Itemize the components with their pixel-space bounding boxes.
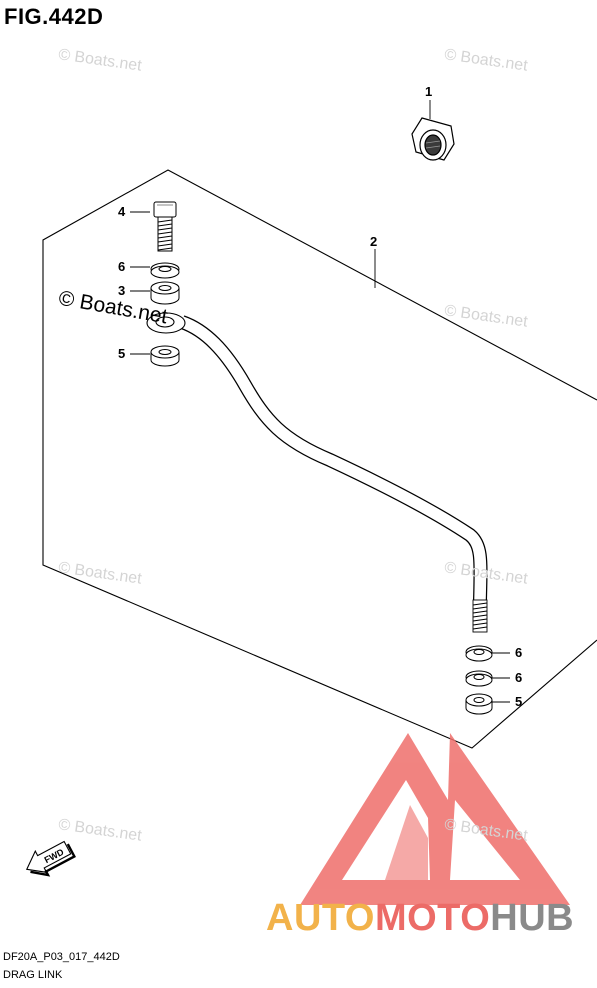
callout-2: 2	[370, 234, 378, 249]
nut-part-5-right	[465, 693, 493, 715]
figure-title: FIG.442D	[4, 4, 104, 29]
callout-1: 1	[425, 84, 433, 99]
brand-part-moto: MOTO	[374, 897, 491, 939]
callout-6: 6	[118, 259, 126, 274]
fwd-arrow-icon: FWD	[25, 840, 76, 877]
rod-threaded-end	[472, 599, 488, 633]
brand-part-auto: AUTO	[266, 897, 375, 939]
figure-code: DF20A_P03_017_442D	[3, 951, 120, 963]
callout-6: 6	[515, 670, 523, 685]
nut-part-1	[411, 117, 455, 161]
callout-4: 4	[118, 204, 126, 219]
bushing-part-3	[150, 281, 180, 305]
group-outline	[42, 169, 597, 749]
callout-3: 3	[118, 283, 126, 298]
bolt-part-4	[153, 201, 177, 252]
washer-part-6-right-lower	[465, 670, 493, 687]
brand-wordmark: AUTOMOTOHUB	[266, 897, 574, 940]
washer-part-6-left	[150, 262, 180, 279]
brand-logo-icon	[300, 733, 570, 905]
leader-lines	[130, 100, 510, 703]
rod-eye	[146, 312, 186, 334]
callout-5: 5	[118, 346, 126, 361]
callout-6: 6	[515, 645, 523, 660]
washer-part-6-right-upper	[465, 645, 493, 662]
nut-part-5-left	[150, 345, 180, 367]
callout-5: 5	[515, 694, 523, 709]
brand-part-hub: HUB	[490, 897, 575, 939]
figure-name: DRAG LINK	[3, 969, 63, 981]
